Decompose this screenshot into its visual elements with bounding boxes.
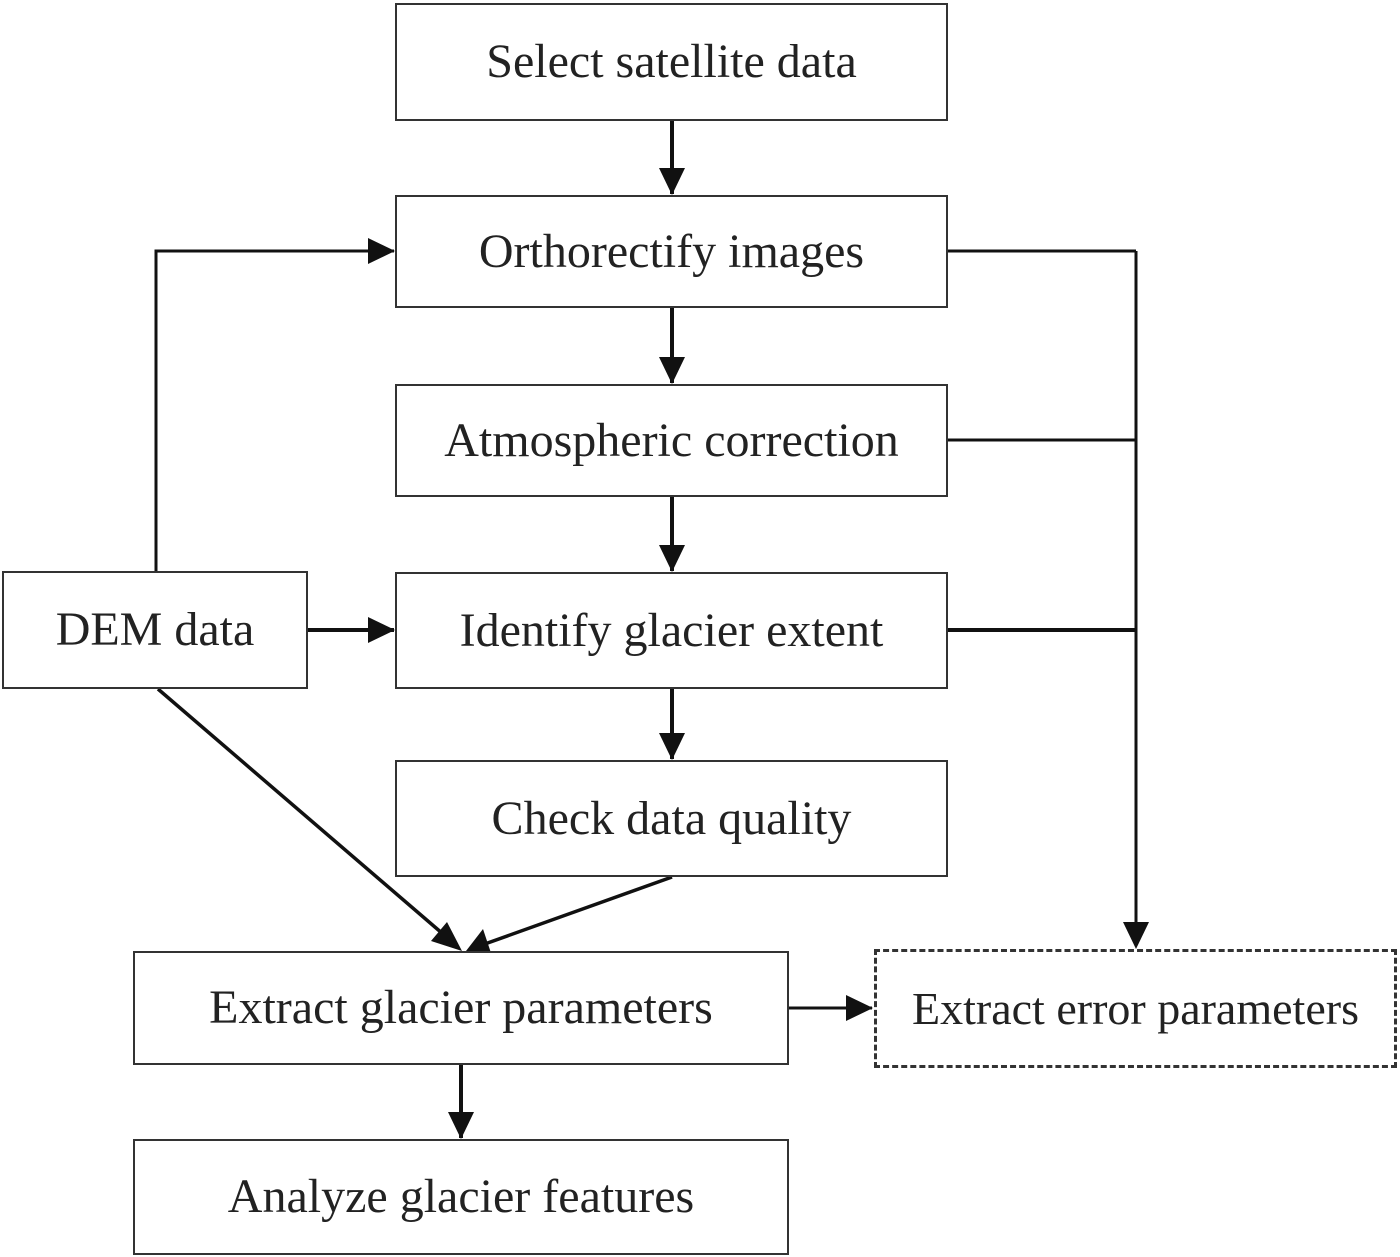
arrowhead-atmo-to-identify — [659, 545, 685, 572]
extract-glacier-parameters-box: Extract glacier parameters — [133, 951, 789, 1065]
extract-error-parameters-label: Extract error parameters — [912, 982, 1359, 1034]
analyze-glacier-features-box: Analyze glacier features — [133, 1139, 789, 1255]
arrowhead-dem-to-extract — [431, 922, 462, 951]
select-satellite-data-box: Select satellite data — [395, 3, 948, 121]
arrow-dem-to-ortho — [154, 249, 394, 571]
arrow-dem-to-extract — [156, 687, 452, 942]
extract-error-parameters-box: Extract error parameters — [874, 949, 1397, 1068]
extract-glacier-parameters-label: Extract glacier parameters — [209, 981, 713, 1034]
check-data-quality-box: Check data quality — [395, 760, 948, 877]
arrowhead-identify-to-check — [659, 733, 685, 760]
check-data-quality-label: Check data quality — [491, 791, 852, 845]
atmospheric-correction-box: Atmospheric correction — [395, 384, 948, 497]
orthorectify-images-box: Orthorectify images — [395, 195, 948, 308]
dem-data-label: DEM data — [55, 603, 255, 656]
arrowhead-extract-to-analyze — [448, 1112, 474, 1139]
analyze-glacier-features-label: Analyze glacier features — [227, 1170, 695, 1223]
orthorectify-images-label: Orthorectify images — [478, 224, 865, 278]
arrowhead-ortho-to-atmo — [659, 357, 685, 384]
arrowhead-collector-to-error — [1123, 922, 1149, 949]
arrowhead-dem-to-ortho — [368, 238, 395, 264]
arrowhead-extract-to-error — [846, 995, 873, 1021]
atmospheric-correction-label: Atmospheric correction — [444, 413, 899, 467]
identify-glacier-extent-box: Identify glacier extent — [395, 572, 948, 689]
select-satellite-data-label: Select satellite data — [486, 35, 857, 88]
identify-glacier-extent-label: Identify glacier extent — [459, 603, 884, 657]
arrowhead-dem-to-identify — [368, 617, 395, 643]
arrowhead-select-to-ortho — [659, 168, 685, 195]
arrowhead-check-to-extract — [466, 929, 491, 953]
dem-data-box: DEM data — [2, 571, 308, 689]
arrow-check-to-extract — [481, 875, 673, 947]
